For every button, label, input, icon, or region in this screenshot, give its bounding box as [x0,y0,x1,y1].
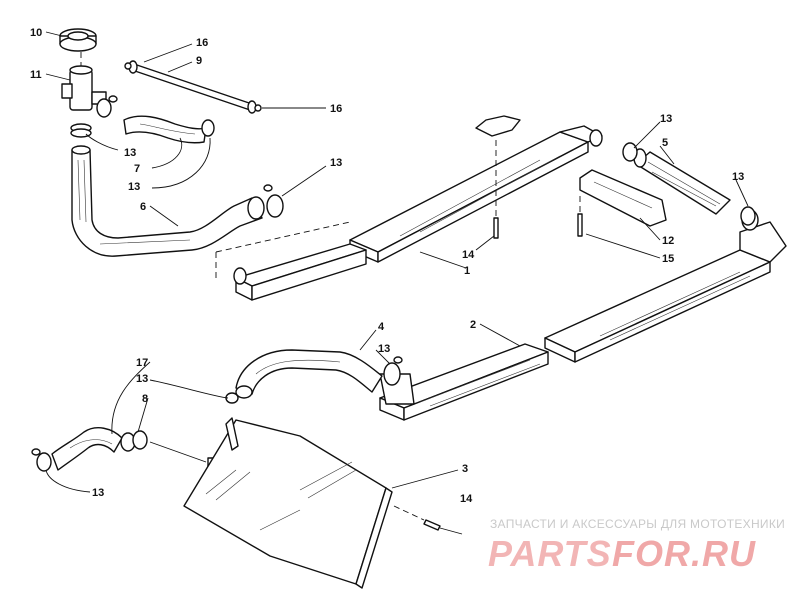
radiator-cap [59,28,97,52]
callout-13-neck: 13 [124,147,136,159]
callout-13-hose5: 13 [660,113,672,125]
hose-clamp-13-top [263,184,284,218]
callout-12: 12 [662,235,674,247]
callout-13-hose4: 13 [378,343,390,355]
hose-7 [123,115,215,144]
hose-17 [51,427,136,471]
bracket-12 [579,169,667,227]
callout-16-right: 16 [330,103,342,115]
callout-17: 17 [136,357,148,369]
callout-3: 3 [462,463,468,475]
callout-13-hose7: 13 [128,181,140,193]
heat-exchanger-1 [215,125,787,363]
callout-13-hose6: 13 [330,157,342,169]
hose-clamp-13-bottom [31,430,148,472]
bolt-14-top [493,140,499,239]
watermark-subtitle: ЗАПЧАСТИ И АКСЕССУАРЫ ДЛЯ МОТОТЕХНИКИ [490,517,785,531]
hose-4 [235,349,383,399]
callout-8: 8 [142,393,148,405]
callout-2: 2 [470,319,476,331]
callout-11: 11 [30,69,42,81]
pad-top [475,115,521,137]
bolt-14-bottom [393,505,463,535]
callout-14-bottom: 14 [460,493,473,505]
callout-15: 15 [662,253,674,265]
callout-13-hose17: 13 [136,373,148,385]
callout-1: 1 [464,265,470,277]
heat-exchanger-2 [379,343,549,421]
callout-13-corner: 13 [732,171,744,183]
watermark-logo-parts: PARTS [488,533,612,574]
callout-10: 10 [30,27,42,39]
callout-14-top: 14 [462,249,475,261]
callout-4: 4 [378,321,385,333]
bypass-tube-9 [124,60,262,114]
bolt-15 [577,196,583,237]
leader-lines [45,31,749,493]
filler-neck-clamp [70,123,92,138]
hose-clamp-13-right [622,142,756,226]
callout-labels: 10 11 16 9 16 13 7 13 13 6 13 5 13 14 1 … [30,27,744,505]
callout-13-bottom: 13 [92,487,104,499]
callout-7: 7 [134,163,140,175]
callout-16-top: 16 [196,37,208,49]
watermark: ЗАПЧАСТИ И АКСЕССУАРЫ ДЛЯ МОТОТЕХНИКИ PA… [488,517,785,574]
filler-neck [61,52,107,111]
callout-9: 9 [196,55,202,67]
hose-6 [71,145,265,257]
watermark-logo-for-ru: FOR.RU [612,533,756,574]
callout-5: 5 [662,137,668,149]
panel-3 [183,417,393,589]
hose-clamp-small [96,95,118,118]
callout-6: 6 [140,201,146,213]
